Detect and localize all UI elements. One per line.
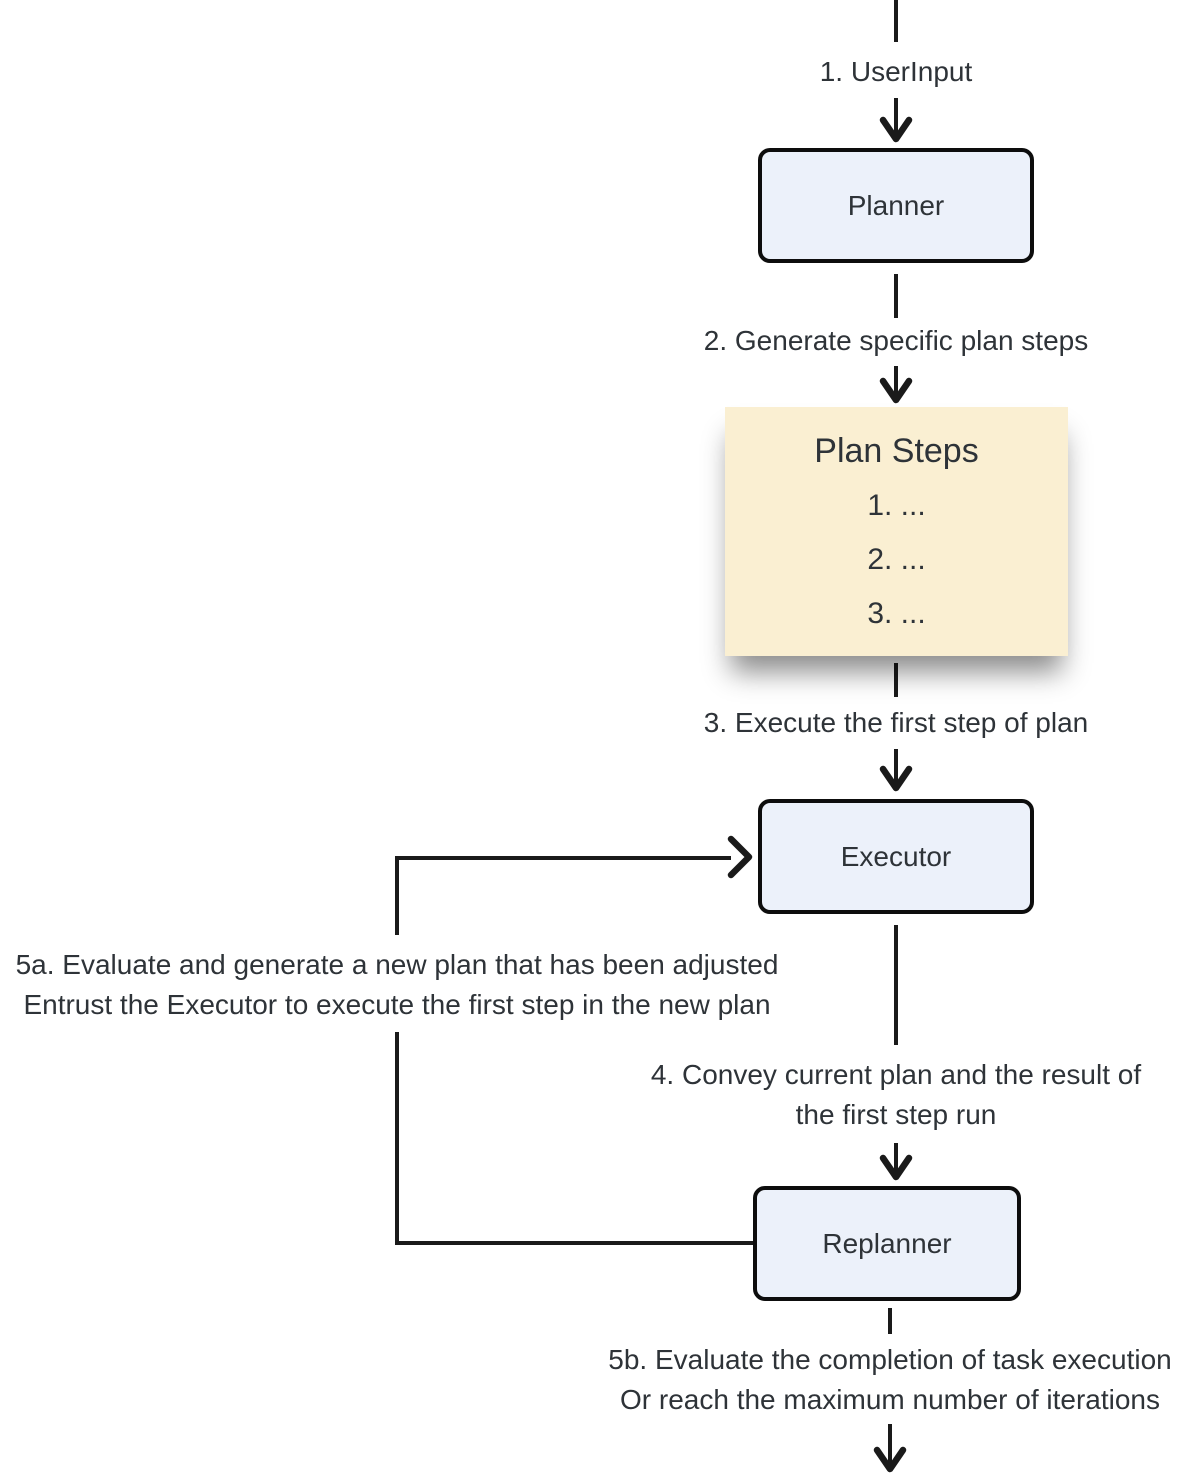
- edge-label-replan-loop: 5a. Evaluate and generate a new plan tha…: [16, 945, 779, 1025]
- arrowhead-executor-top: [879, 765, 913, 792]
- replanner-node: Replanner: [753, 1186, 1021, 1301]
- edge-label-execute-first-step: 3. Execute the first step of plan: [703, 707, 1089, 738]
- plan-steps-node: Plan Steps 1. ... 2. ... 3. ...: [725, 407, 1068, 656]
- edge-label-generate-plan: 2. Generate specific plan steps: [703, 325, 1089, 356]
- arrowhead-replanner: [879, 1154, 913, 1181]
- plan-steps-item: 1. ...: [867, 489, 926, 522]
- arrowhead-userinput: [879, 116, 913, 143]
- edge-label-replan-loop-line1: 5a. Evaluate and generate a new plan tha…: [15, 949, 779, 980]
- edge-label-convey-result: 4. Convey current plan and the result of…: [651, 1055, 1141, 1135]
- arrowhead-executor-left: [727, 835, 753, 879]
- edge-label-convey-result-line2: the first step run: [795, 1099, 997, 1130]
- plan-steps-list: 1. ... 2. ... 3. ...: [725, 479, 1068, 641]
- arrowhead-output: [873, 1446, 907, 1473]
- edge-label-replan-loop-line2: Entrust the Executor to execute the firs…: [23, 989, 771, 1020]
- edge-label-finish: 5b. Evaluate the completion of task exec…: [608, 1340, 1171, 1420]
- executor-node-label: Executor: [840, 840, 952, 872]
- executor-node: Executor: [758, 799, 1034, 914]
- plan-steps-item: 2. ...: [867, 543, 926, 576]
- planner-node: Planner: [758, 148, 1034, 263]
- planner-node-label: Planner: [847, 189, 945, 221]
- arrowhead-plansteps: [879, 377, 913, 404]
- edge-label-finish-line1: 5b. Evaluate the completion of task exec…: [608, 1344, 1172, 1375]
- plan-steps-title: Plan Steps: [814, 432, 979, 470]
- edge-loop-line: [395, 856, 753, 1245]
- plan-steps-item: 3. ...: [867, 597, 926, 630]
- edge-label-convey-result-line1: 4. Convey current plan and the result of: [650, 1059, 1142, 1090]
- edge-label-user-input: 1. UserInput: [819, 56, 973, 87]
- replanner-node-label: Replanner: [822, 1227, 952, 1259]
- edge-label-finish-line2: Or reach the maximum number of iteration…: [620, 1384, 1160, 1415]
